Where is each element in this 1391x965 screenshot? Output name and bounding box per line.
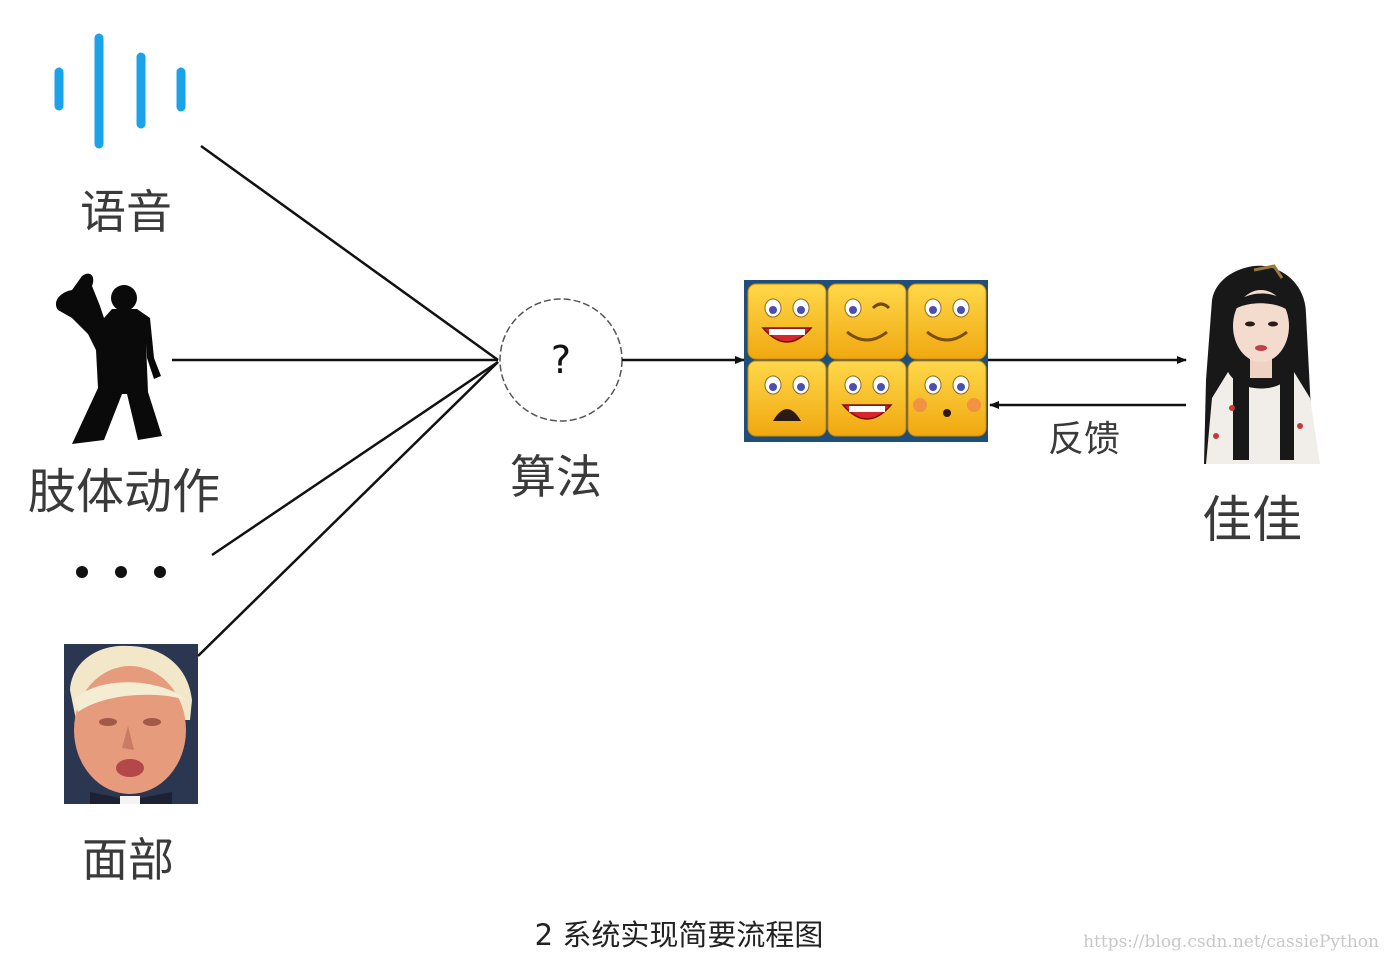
emoji-grinning bbox=[828, 361, 906, 436]
feedback-label: 反馈 bbox=[1048, 410, 1120, 462]
body-silhouette-icon bbox=[56, 274, 162, 444]
input-connectors bbox=[172, 146, 498, 656]
emoji-laughing bbox=[748, 284, 826, 359]
voice-waveform-icon bbox=[59, 38, 181, 144]
ellipsis-icon bbox=[76, 566, 166, 578]
watermark: https://blog.csdn.net/cassiePython bbox=[1083, 932, 1379, 952]
emoji-smiling bbox=[908, 284, 986, 359]
voice-label: 语音 bbox=[80, 176, 172, 242]
face-photo bbox=[64, 644, 198, 804]
emoji-grid bbox=[744, 280, 988, 442]
emoji-shocked bbox=[748, 361, 826, 436]
more-connector bbox=[212, 362, 498, 555]
algorithm-symbol: ? bbox=[551, 338, 571, 382]
character-portrait bbox=[1204, 266, 1320, 464]
emoji-winking bbox=[828, 284, 906, 359]
voice-connector bbox=[201, 146, 498, 360]
face-label: 面部 bbox=[82, 824, 174, 890]
algorithm-label: 算法 bbox=[510, 441, 602, 507]
body-label: 肢体动作 bbox=[28, 452, 220, 522]
emoji-blushing bbox=[908, 361, 986, 436]
face-connector bbox=[198, 362, 498, 656]
robot-label: 佳佳 bbox=[1202, 480, 1302, 552]
